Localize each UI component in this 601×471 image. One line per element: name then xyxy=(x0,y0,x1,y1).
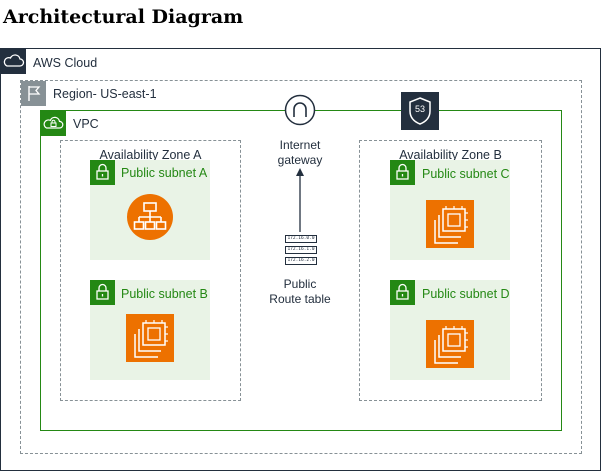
internet-gateway-line1: Internet xyxy=(279,138,321,152)
subnet-label: Public subnet A xyxy=(121,166,208,180)
public-subnet-c: Public subnet C xyxy=(390,160,510,260)
ec2-instance-icon xyxy=(426,200,474,248)
region-label: Region- US-east-1 xyxy=(53,87,157,101)
availability-zone-b: Availability Zone B xyxy=(359,140,542,401)
elastic-load-balancer-icon xyxy=(126,193,174,241)
vpc-label: VPC xyxy=(73,117,99,131)
public-subnet-b: Public subnet B xyxy=(90,280,210,380)
subnet-label: Public subnet C xyxy=(422,167,510,181)
subnet-label: Public subnet D xyxy=(422,287,510,301)
route-table-line2: Route table xyxy=(269,292,331,306)
route-table-line1: Public xyxy=(283,277,317,291)
aws-cloud-icon xyxy=(1,49,26,74)
region-group: Region- US-east-1 xyxy=(20,80,582,454)
route53-icon: 53 xyxy=(401,92,439,130)
lock-icon xyxy=(390,160,415,185)
route-table-entry: 172.16.2.0 xyxy=(285,257,317,265)
route-table-label: Public Route table xyxy=(260,277,340,307)
lock-icon xyxy=(390,280,415,305)
internet-gateway-line2: gateway xyxy=(277,153,323,167)
route-table-entry: 172.16.0.0 xyxy=(285,235,317,243)
availability-zone-label: Availability Zone A xyxy=(99,148,202,162)
flag-icon xyxy=(21,81,46,106)
subnet-label: Public subnet B xyxy=(121,287,208,301)
lock-icon xyxy=(90,160,115,185)
route-arrow xyxy=(296,168,304,232)
route-table-entry: 172.16.1.0 xyxy=(285,246,317,254)
route53-badge: 53 xyxy=(414,104,425,114)
ec2-instance-icon xyxy=(126,314,174,362)
public-subnet-a: Public subnet A xyxy=(90,160,210,260)
lock-icon xyxy=(90,280,115,305)
route-table-icon: 172.16.0.0 172.16.1.0 172.16.2.0 xyxy=(285,235,317,265)
availability-zone-label: Availability Zone B xyxy=(399,148,502,162)
public-subnet-d: Public subnet D xyxy=(390,280,510,380)
vpc-icon xyxy=(41,111,66,136)
internet-gateway-icon xyxy=(284,94,316,126)
page-title: Architectural Diagram xyxy=(3,6,244,28)
internet-gateway-label: Internet gateway xyxy=(260,138,340,168)
ec2-instance-icon xyxy=(426,320,474,368)
aws-cloud-label: AWS Cloud xyxy=(33,56,98,70)
availability-zone-a: Availability Zone A xyxy=(60,140,241,401)
